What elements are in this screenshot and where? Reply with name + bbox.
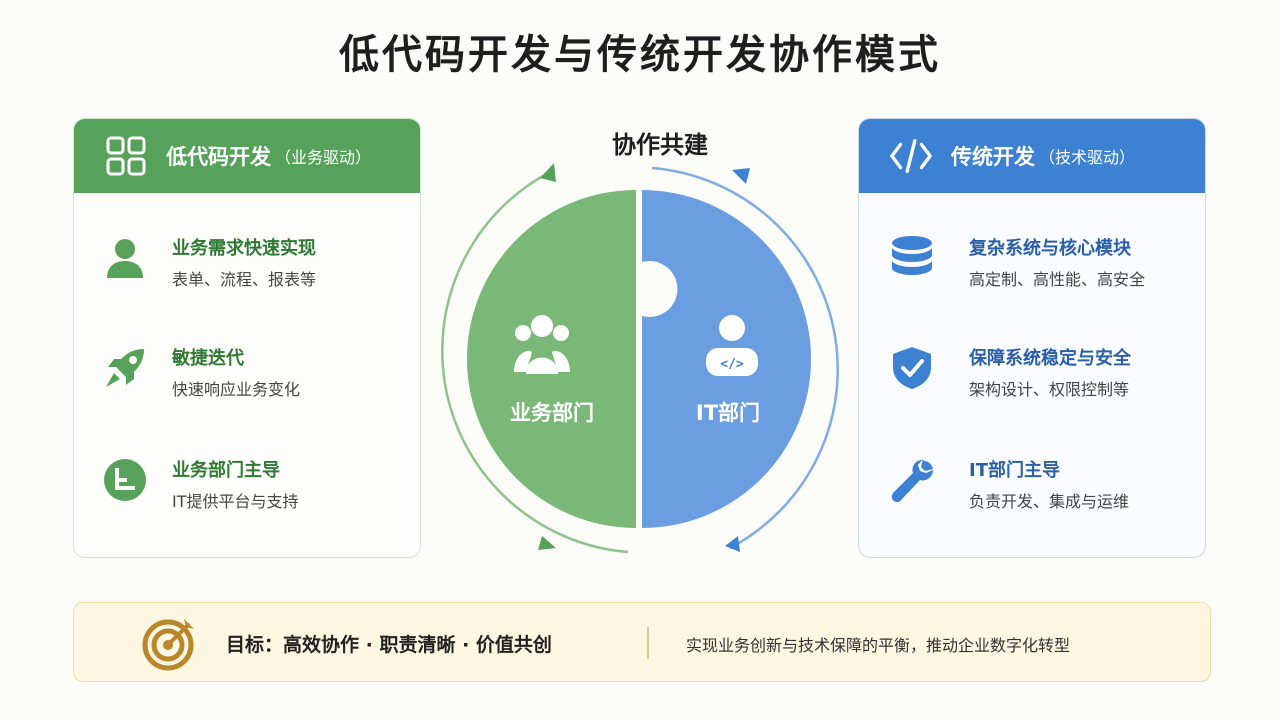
wrench-icon <box>889 457 935 503</box>
shield-check-icon <box>889 345 935 391</box>
pie-chart-icon <box>102 457 148 503</box>
item-desc: IT提供平台与支持 <box>172 492 299 511</box>
item-title: IT部门主导 <box>969 460 1060 481</box>
collaboration-title: 协作共建 <box>612 131 708 159</box>
list-item: IT部门主导 负责开发、集成与运维 <box>859 453 1205 523</box>
item-desc: 负责开发、集成与运维 <box>969 492 1130 511</box>
list-item: 复杂系统与核心模块 高定制、高性能、高安全 <box>859 231 1205 301</box>
traditional-panel: 传统开发 （技术驱动） 复杂系统与核心模块 高定制、高性能、高安全 保障系统稳定… <box>858 118 1206 558</box>
list-item: 保障系统稳定与安全 架构设计、权限控制等 <box>859 341 1205 411</box>
list-item: 业务需求快速实现 表单、流程、报表等 <box>74 231 420 301</box>
low-code-subtitle: （业务驱动） <box>275 148 372 167</box>
business-dept-label: 业务部门 <box>510 401 594 425</box>
item-desc: 高定制、高性能、高安全 <box>969 270 1146 289</box>
puzzle-left-business <box>467 190 636 528</box>
item-desc: 表单、流程、报表等 <box>172 270 317 289</box>
footer-divider <box>647 627 649 659</box>
arrow-head-top-left <box>540 163 556 182</box>
traditional-title: 传统开发 <box>951 145 1035 169</box>
low-code-title: 低代码开发 <box>166 145 271 169</box>
item-title: 保障系统稳定与安全 <box>969 348 1131 369</box>
goal-banner: 目标：高效协作 · 职责清晰 · 价值共创 实现业务创新与技术保障的平衡，推动企… <box>73 602 1211 682</box>
user-icon <box>102 235 148 281</box>
list-item: 业务部门主导 IT提供平台与支持 <box>74 453 420 523</box>
grid-icon <box>104 134 148 178</box>
item-desc: 架构设计、权限控制等 <box>969 380 1130 399</box>
it-dept-label: IT部门 <box>696 401 760 425</box>
item-title: 业务部门主导 <box>172 460 280 481</box>
rocket-icon <box>102 345 148 391</box>
low-code-panel: 低代码开发 （业务驱动） 业务需求快速实现 表单、流程、报表等 敏捷迭代 快速响… <box>73 118 421 558</box>
collaboration-diagram: 业务部门 </> IT部门 <box>441 163 839 554</box>
traditional-header: 传统开发 （技术驱动） <box>859 119 1205 193</box>
list-item: 敏捷迭代 快速响应业务变化 <box>74 341 420 411</box>
arrow-head-top-right <box>732 168 750 184</box>
developer-icon: </> <box>706 315 758 376</box>
team-icon <box>514 315 570 374</box>
cycle-arc-left <box>441 170 629 554</box>
arrow-head-bottom-right <box>725 536 740 552</box>
low-code-header: 低代码开发 （业务驱动） <box>74 119 420 193</box>
traditional-subtitle: （技术驱动） <box>1039 148 1136 167</box>
arrow-head-bottom-left <box>538 536 556 550</box>
cycle-arc-right <box>651 166 839 550</box>
database-icon <box>889 235 935 281</box>
page-title: 低代码开发与传统开发协作模式 <box>339 32 941 78</box>
item-title: 敏捷迭代 <box>172 348 244 369</box>
svg-text:</>: </> <box>720 357 744 372</box>
code-icon <box>889 134 933 178</box>
item-title: 业务需求快速实现 <box>172 238 316 259</box>
goal-text: 目标：高效协作 · 职责清晰 · 价值共创 <box>226 634 552 656</box>
target-icon <box>142 615 198 671</box>
item-desc: 快速响应业务变化 <box>172 380 301 399</box>
item-title: 复杂系统与核心模块 <box>969 238 1131 259</box>
slogan-text: 实现业务创新与技术保障的平衡，推动企业数字化转型 <box>686 636 1071 655</box>
